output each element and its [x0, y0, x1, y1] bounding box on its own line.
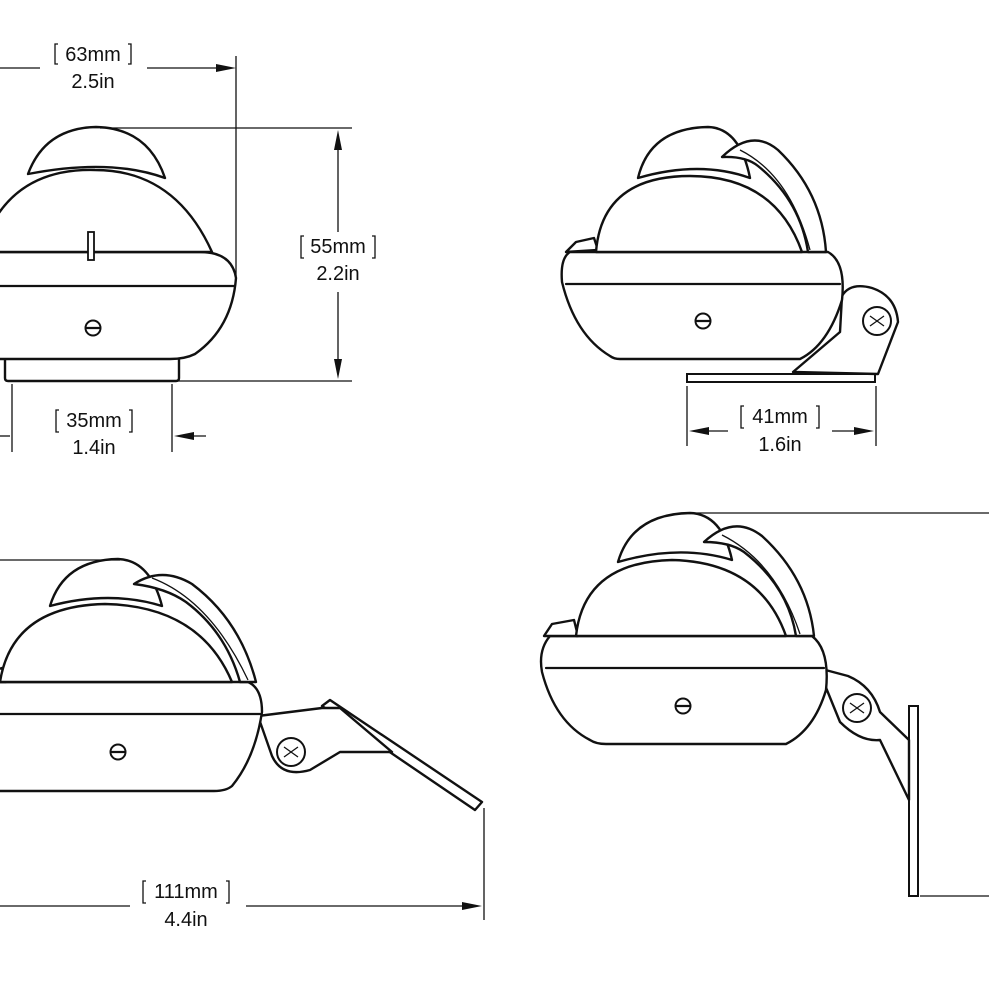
- base-width-in: 1.4in: [72, 437, 115, 459]
- top-height-label: 55mm 2.2in: [300, 235, 376, 285]
- top-width-in: 2.5in: [71, 71, 114, 93]
- side-view-flat-mount: 41mm 1.6in: [560, 125, 900, 456]
- side-view-bulkhead-mount: [539, 511, 989, 897]
- front-view: 63mm 2.5in 55mm 2.2in 35mm 1.4in: [0, 43, 376, 459]
- bracket-width-mm: 41mm: [752, 406, 808, 428]
- total-length-in: 4.4in: [164, 909, 207, 931]
- side-view-angled-mount: 111mm 4.4in: [0, 557, 485, 931]
- bracket-width-label: 41mm 1.6in: [740, 405, 820, 456]
- top-width-label: 63mm 2.5in: [54, 43, 132, 93]
- base-width-label: 35mm 1.4in: [55, 409, 133, 459]
- top-width-mm: 63mm: [65, 44, 121, 66]
- total-length-label: 111mm 4.4in: [142, 880, 230, 931]
- top-height-in: 2.2in: [316, 263, 359, 285]
- bracket-width-in: 1.6in: [758, 434, 801, 456]
- top-height-mm: 55mm: [310, 236, 366, 258]
- base-width-mm: 35mm: [66, 410, 122, 432]
- total-length-mm: 111mm: [154, 881, 218, 903]
